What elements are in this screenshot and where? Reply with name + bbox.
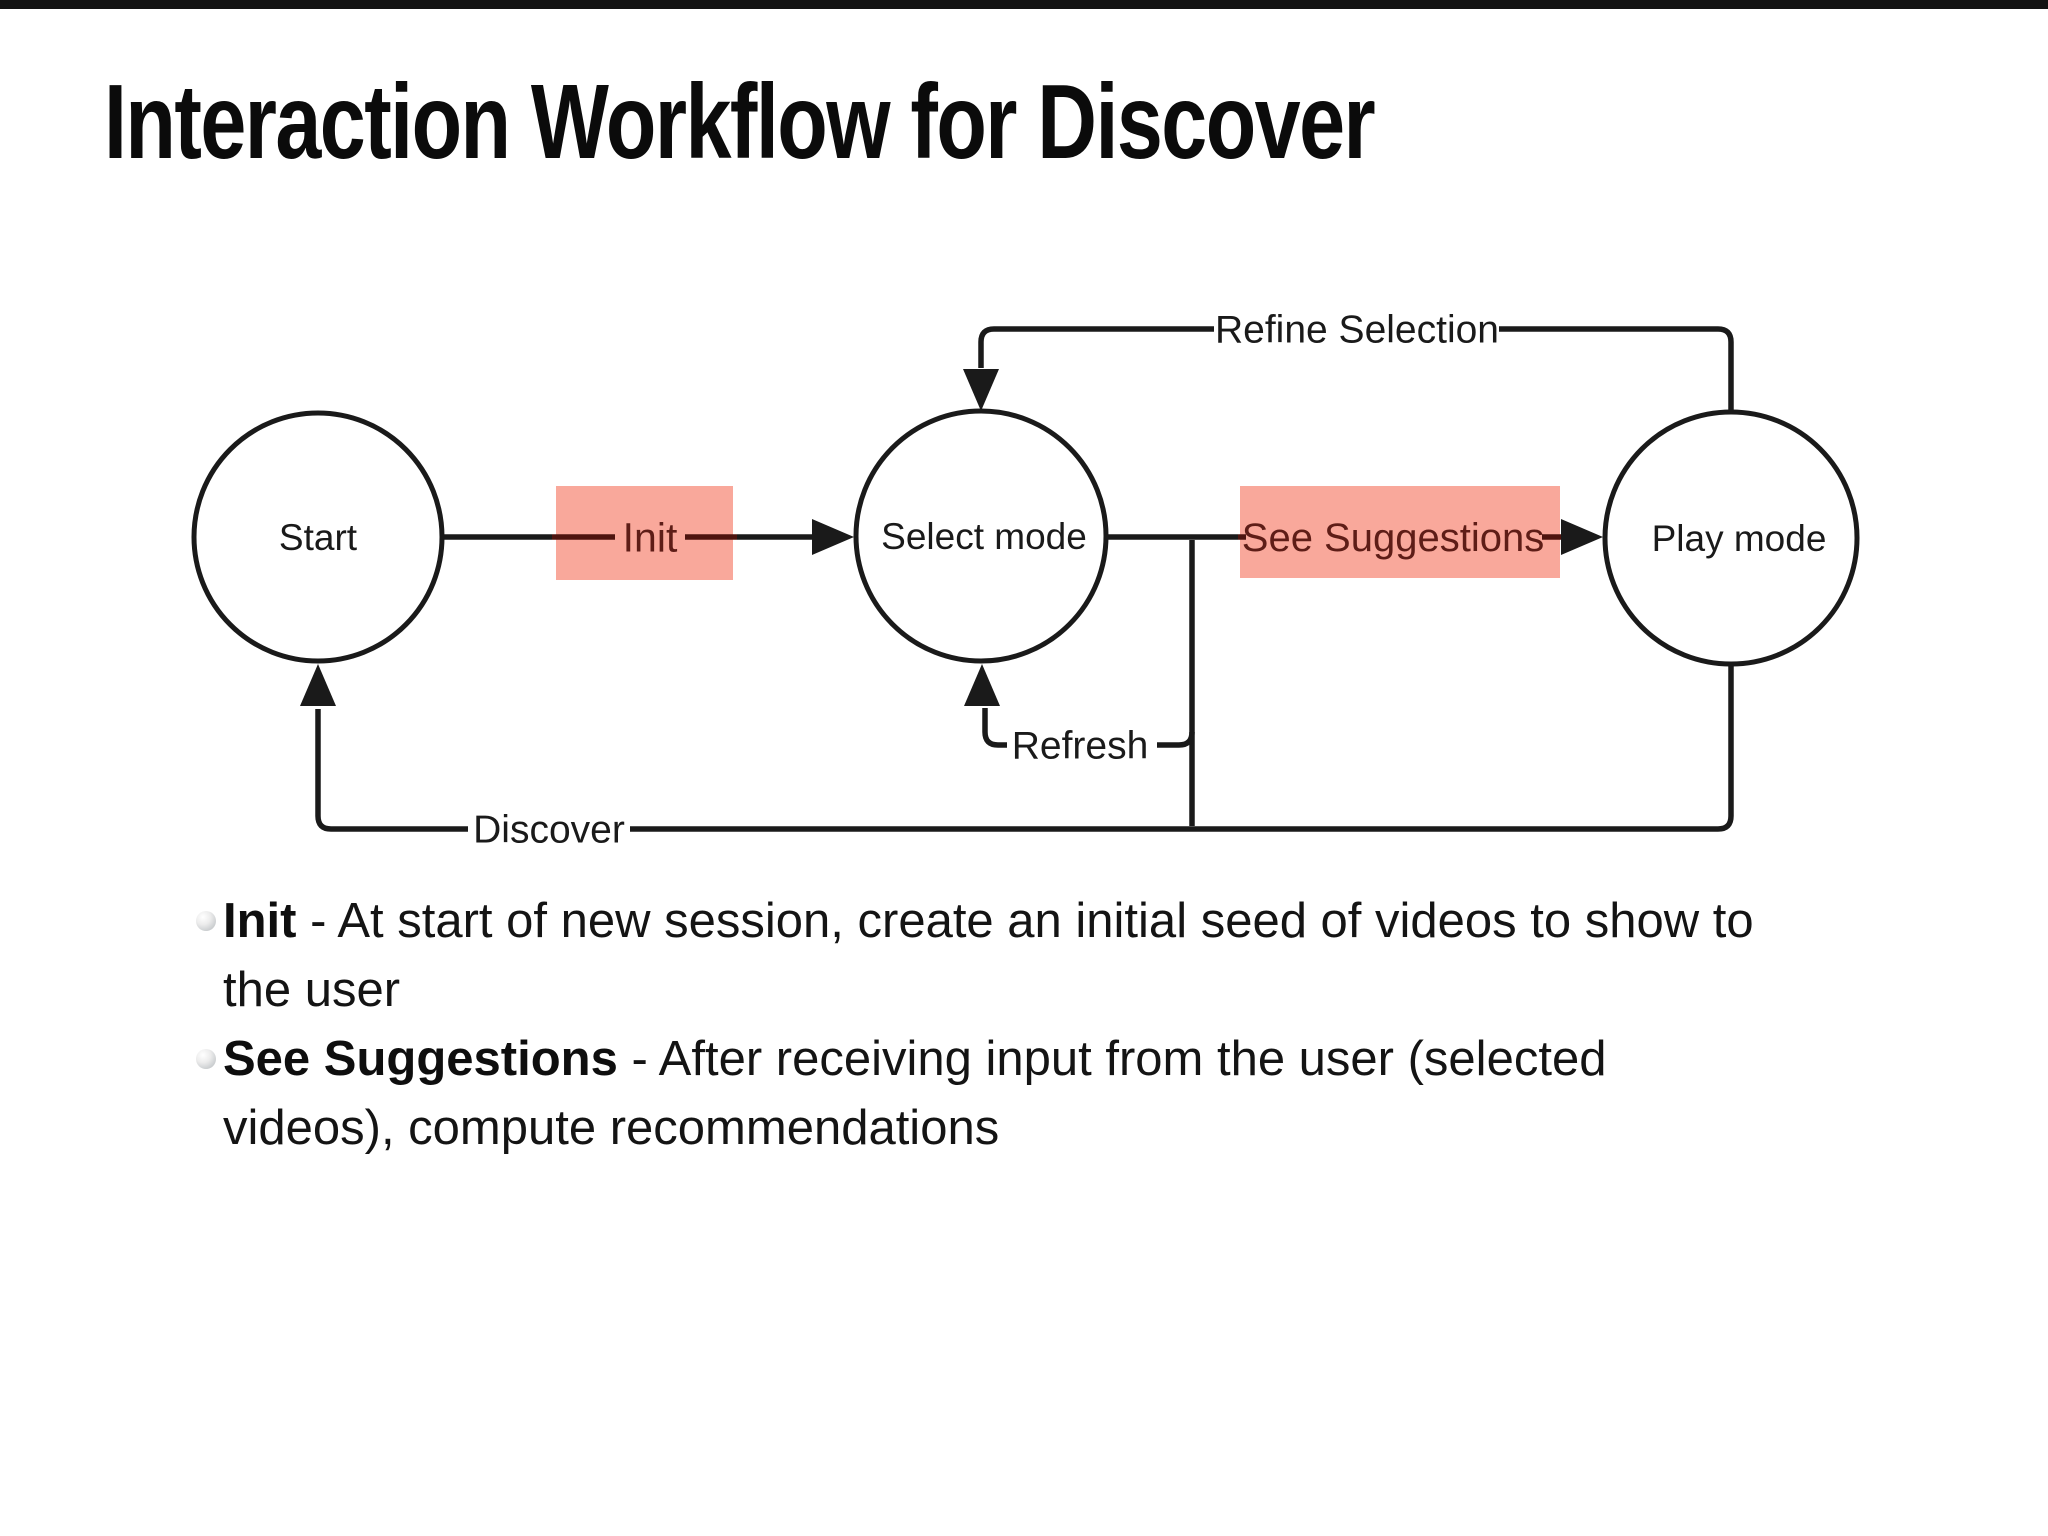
bullet-list: Init - At start of new session, create a… — [196, 887, 1956, 1163]
edge-discover-line — [630, 665, 1734, 832]
arrowhead-into-play-mode-left — [1561, 519, 1603, 555]
bullet-description: - At start of new session, create an ini… — [296, 894, 1754, 948]
node-start-label: Start — [279, 517, 358, 558]
bullet-term: Init — [223, 894, 297, 948]
edge-see-suggestions-label: See Suggestions — [1242, 516, 1544, 560]
bullet-line: videos), compute recommendations — [223, 1101, 1000, 1155]
top-black-bar — [0, 0, 2048, 9]
bullet-line: See Suggestions - After receiving input … — [223, 1025, 1606, 1094]
edge-discover-label: Discover — [473, 809, 625, 852]
edge-refine-selection-line — [978, 326, 1214, 368]
edge-refine-selection-line — [1499, 326, 1734, 413]
edge-init-label: Init — [623, 514, 678, 560]
edge-refine-selection-label: Refine Selection — [1215, 309, 1499, 352]
arrowhead-into-select-mode-bottom — [964, 664, 1000, 706]
node-start-circle — [191, 410, 445, 664]
bullet-description: - After receiving input from the user (s… — [617, 1032, 1607, 1086]
bullet-line: the user — [223, 963, 401, 1017]
node-play-mode-label: Play mode — [1652, 518, 1827, 559]
list-item: Init - At start of new session, create a… — [196, 887, 1956, 1025]
bullet-term: See Suggestions — [223, 1032, 618, 1086]
see-suggestions-highlight-box — [1240, 486, 1560, 578]
arrowhead-into-select-mode-left — [812, 519, 854, 555]
slide-title: Interaction Workflow for Discover — [104, 63, 1376, 181]
node-play-mode-circle — [1602, 409, 1860, 667]
list-item: See Suggestions - After receiving input … — [196, 1025, 1956, 1163]
edge-discover-line — [315, 709, 468, 832]
edge-refresh-line — [1157, 731, 1195, 748]
edge-refresh-label: Refresh — [1012, 725, 1149, 768]
node-select-mode-circle — [853, 408, 1109, 664]
node-select-mode-label: Select mode — [881, 516, 1087, 557]
bullet-text: See Suggestions - After receiving input … — [223, 1025, 1606, 1163]
bullet-icon — [196, 1049, 216, 1069]
bullet-text: Init - At start of new session, create a… — [223, 887, 1754, 1025]
arrowhead-into-select-mode-top — [963, 369, 999, 411]
init-highlight-box — [556, 486, 733, 580]
arrowhead-into-start-bottom — [300, 664, 336, 706]
bullet-line: Init - At start of new session, create a… — [223, 887, 1754, 956]
bullet-icon — [196, 911, 216, 931]
edge-refresh-line — [982, 708, 1007, 748]
